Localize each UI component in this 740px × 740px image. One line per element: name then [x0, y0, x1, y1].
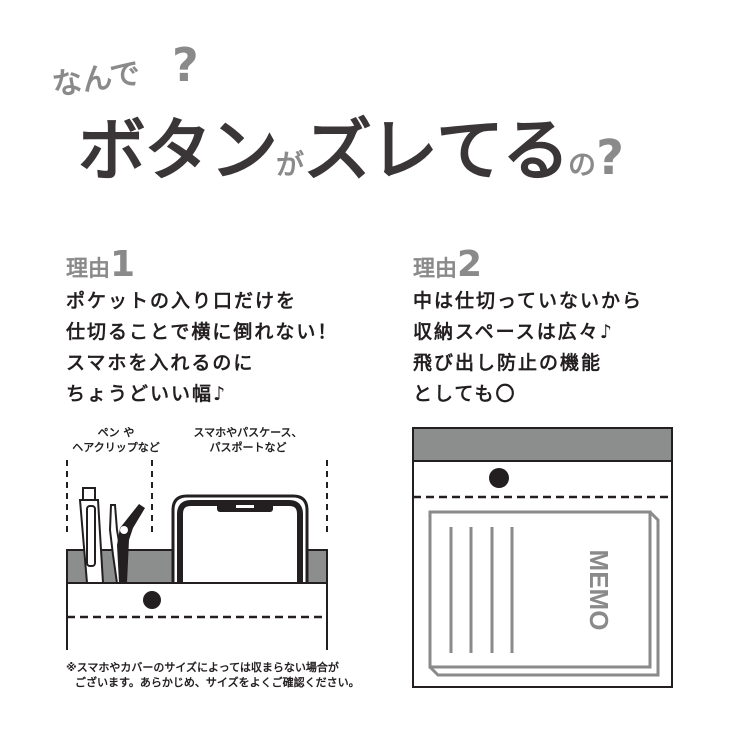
reason2-line: としても〇	[413, 383, 517, 405]
reason2-text: 中は仕切っていないから 収納スペースは広々♪ 飛び出し防止の機能 としても〇	[413, 286, 643, 410]
title-part2: ズレてる	[304, 112, 570, 191]
reason1-label-text: 理由	[66, 257, 111, 282]
reason1-line: スマホを入れるのに	[66, 352, 255, 374]
button-icon	[489, 468, 509, 488]
note-line: ございます。あらかじめ、サイズをよくご確認ください。	[75, 676, 360, 689]
reason1-text: ポケットの入り口だけを 仕切ることで横に倒れない！ スマホを入れるのに ちょうど…	[66, 286, 338, 410]
caption-line: スマホやパスケース、	[193, 426, 303, 439]
title-tail: の	[568, 148, 597, 181]
caption-line: ペン や	[97, 426, 135, 439]
caption-line: ヘアクリップなど	[72, 441, 160, 454]
caption-pen-hairclip: ペン や ヘアクリップなど	[66, 425, 166, 455]
title-part1: ボタン	[78, 112, 278, 191]
reason2-line: 収納スペースは広々♪	[413, 321, 614, 343]
header-question-mark: ?	[172, 38, 199, 92]
pocket-inner	[412, 427, 673, 462]
reason2-label-text: 理由	[413, 257, 458, 282]
smartphone-icon	[171, 494, 309, 583]
button-icon	[143, 591, 161, 609]
reason1-line: ポケットの入り口だけを	[66, 290, 298, 312]
memo-label: MEMO	[584, 550, 614, 631]
pocket-open-illustration: MEMO	[412, 427, 673, 688]
note-line: ※スマホやカバーのサイズによっては収まらない場合が	[66, 661, 339, 674]
caption-line: パスポートなど	[209, 441, 287, 454]
pen-icon	[78, 487, 105, 584]
reason2-number: 2	[457, 244, 483, 285]
reason1-line: 仕切ることで横に倒れない！	[66, 321, 339, 343]
memo-pad-icon	[428, 510, 660, 677]
reason2-line: 飛び出し防止の機能	[413, 352, 603, 374]
reason2-label: 理由2	[413, 244, 482, 285]
pocket-divided-illustration	[66, 460, 328, 650]
reason1-line: ちょうどいい幅♪	[66, 383, 228, 405]
page-title: ボタンがズレてるの?	[78, 95, 624, 194]
reason2-line: 中は仕切っていないから	[413, 290, 644, 312]
title-particle: が	[276, 148, 305, 181]
reason1-number: 1	[110, 244, 136, 285]
caption-phone-passport: スマホやパスケース、 パスポートなど	[178, 425, 318, 455]
title-question-mark: ?	[596, 130, 624, 186]
reason1-label: 理由1	[66, 244, 135, 285]
size-note: ※スマホやカバーのサイズによっては収まらない場合が ございます。あらかじめ、サイ…	[66, 660, 360, 690]
